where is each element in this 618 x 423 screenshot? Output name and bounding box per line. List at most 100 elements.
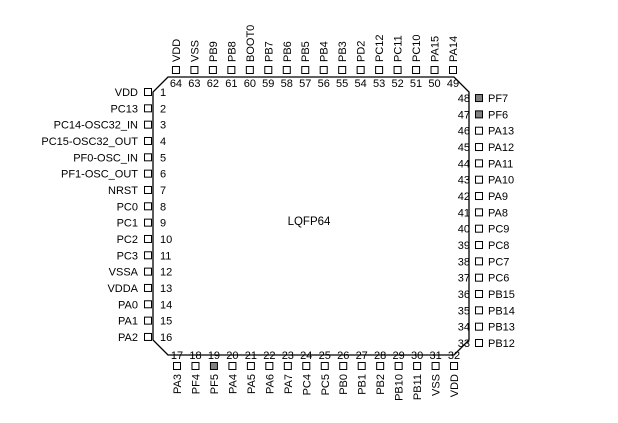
pin-37-pad (475, 273, 483, 282)
pin-6-name: PF1-OSC_OUT (61, 169, 138, 181)
pin-4-pad (144, 136, 152, 145)
pin-62-number: 62 (207, 78, 219, 90)
pin-26-name: PB0 (338, 374, 350, 395)
pin-60-number: 60 (244, 78, 256, 90)
pin-32-name: VDD (449, 374, 461, 397)
pin-47-pad (475, 110, 483, 119)
pin-64-pad (171, 66, 180, 74)
pin-36-number: 36 (458, 289, 470, 301)
pin-27-name: PB1 (357, 374, 369, 395)
pin-52-number: 52 (391, 78, 403, 90)
pin-49-number: 49 (447, 78, 459, 90)
pin-39-pad (475, 241, 483, 250)
pin-24-number: 24 (300, 350, 312, 362)
pin-23-pad (283, 362, 292, 370)
pin-5-number: 5 (160, 152, 166, 164)
pin-54-pad (356, 66, 365, 74)
pin-30-name: PB11 (412, 374, 424, 400)
pin-21-number: 21 (245, 350, 257, 362)
pin-34-number: 34 (458, 322, 470, 334)
pin-23-number: 23 (282, 350, 294, 362)
pin-27-number: 27 (356, 350, 368, 362)
pin-29-number: 29 (393, 350, 405, 362)
pin-15-name: PA1 (118, 316, 138, 328)
pin-48-name: PF7 (488, 93, 508, 105)
pin-61-number: 61 (225, 78, 237, 90)
pin-38-number: 38 (458, 256, 470, 268)
pin-63-name: VSS (189, 40, 201, 62)
pin-64-number: 64 (170, 78, 182, 90)
pin-32-pad (450, 362, 459, 370)
pin-8-number: 8 (160, 201, 166, 213)
pin-51-number: 51 (410, 78, 422, 90)
pin-5-name: PF0-OSC_IN (73, 152, 138, 164)
pin-18-number: 18 (189, 350, 201, 362)
pin-22-name: PA6 (264, 374, 276, 394)
package-label: LQFP64 (288, 216, 331, 228)
pin-26-number: 26 (337, 350, 349, 362)
pin-9-pad (144, 218, 152, 227)
pin-3-pad (144, 120, 152, 129)
pin-10-pad (144, 234, 152, 243)
pin-46-pad (475, 126, 483, 135)
pin-37-name: PC6 (488, 273, 509, 285)
pin-22-number: 22 (263, 350, 275, 362)
pin-61-pad (227, 66, 236, 74)
pin-12-pad (144, 267, 152, 276)
pin-33-pad (475, 339, 483, 347)
pin-12-number: 12 (160, 267, 172, 279)
pin-24-name: PC4 (301, 374, 313, 395)
pin-24-pad (302, 362, 311, 370)
pin-56-number: 56 (318, 78, 330, 90)
pin-30-pad (413, 362, 422, 370)
pin-1-name: VDD (115, 87, 138, 99)
pin-45-pad (475, 143, 483, 152)
pin-19-number: 19 (208, 350, 220, 362)
pin-63-pad (190, 66, 199, 74)
pin-34-name: PB13 (488, 322, 515, 334)
pin-34-pad (475, 322, 483, 331)
pin-21-pad (246, 362, 255, 370)
pin-57-name: PB5 (300, 41, 312, 62)
pin-55-number: 55 (336, 78, 348, 90)
pin-25-number: 25 (319, 350, 331, 362)
pin-10-number: 10 (160, 234, 172, 246)
pin-41-number: 41 (458, 207, 470, 219)
pin-48-pad (475, 94, 483, 103)
pin-11-name: PC3 (117, 250, 138, 262)
pin-7-name: NRST (108, 185, 138, 197)
pin-31-number: 31 (429, 350, 441, 362)
pin-20-name: PA4 (227, 374, 239, 394)
pin-56-pad (319, 66, 328, 74)
pin-62-pad (208, 66, 217, 74)
pin-42-pad (475, 192, 483, 201)
pin-43-pad (475, 175, 483, 184)
pin-44-name: PA11 (488, 158, 513, 170)
pin-33-name: PB12 (488, 338, 515, 350)
pin-49-name: PA14 (448, 36, 460, 62)
pin-1-number: 1 (160, 87, 166, 99)
pin-5-pad (144, 153, 152, 162)
pin-2-name: PC13 (110, 103, 138, 115)
pin-51-pad (412, 66, 421, 74)
pin-55-name: PB3 (337, 41, 349, 62)
pin-16-pad (144, 332, 152, 341)
pin-54-name: PD2 (356, 41, 368, 62)
pin-6-number: 6 (160, 169, 166, 181)
pin-59-number: 59 (262, 78, 274, 90)
pin-10-name: PC2 (117, 234, 138, 246)
pin-60-pad (245, 66, 254, 74)
pin-1-pad (144, 88, 152, 96)
pin-58-name: PB6 (282, 41, 294, 62)
pin-55-pad (338, 66, 347, 74)
pin-23-name: PA7 (283, 374, 295, 394)
pin-18-name: PF4 (190, 374, 202, 394)
pin-47-number: 47 (458, 109, 470, 121)
pin-40-number: 40 (458, 224, 470, 236)
pin-43-name: PA10 (488, 175, 514, 187)
pin-45-number: 45 (458, 142, 470, 154)
pin-6-pad (144, 169, 152, 178)
pin-52-name: PC11 (393, 35, 405, 62)
